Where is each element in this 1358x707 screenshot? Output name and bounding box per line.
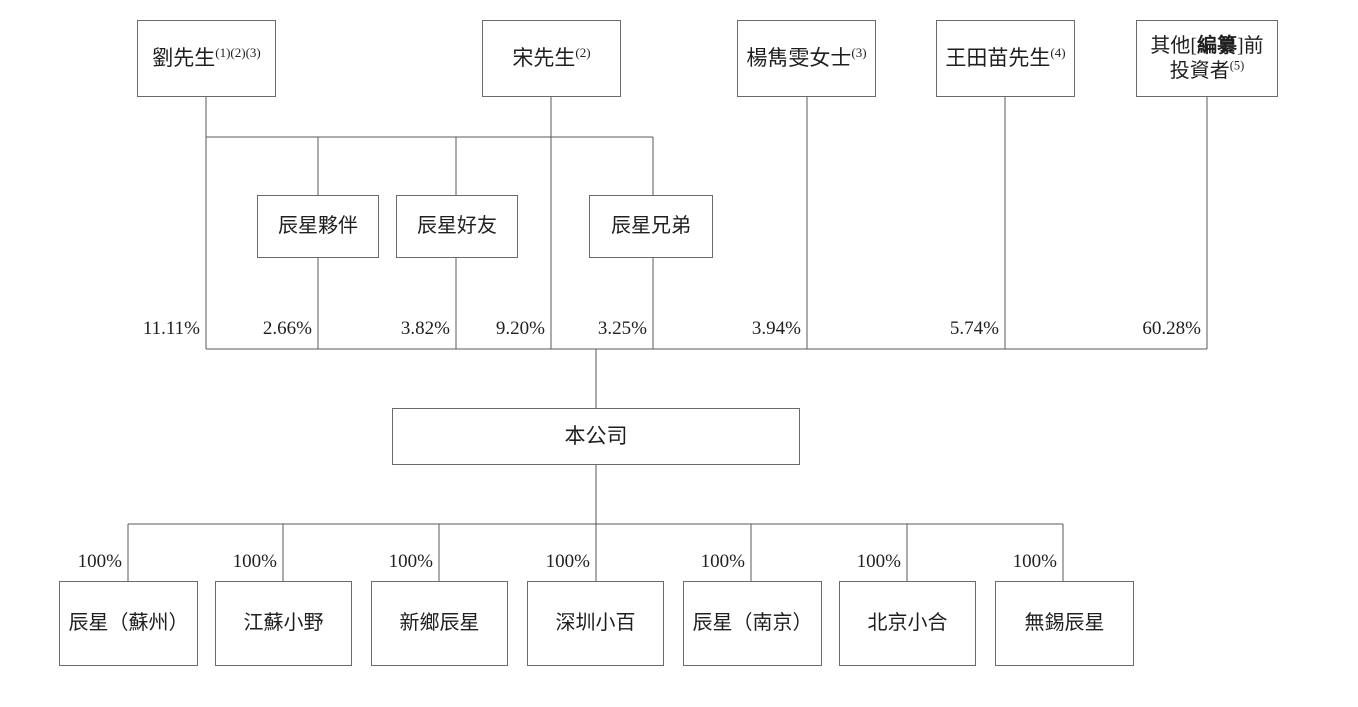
node-partnership-chenxing-haoyou[interactable]: 辰星好友	[396, 195, 518, 258]
percent-label-yang: 3.94%	[751, 318, 801, 339]
percent-label-sub-wuxi: 100%	[1012, 551, 1057, 572]
node-label-beijing: 北京小合	[867, 612, 948, 634]
node-label-nanjing: 辰星（南京）	[692, 612, 813, 634]
node-label-wang: 王田苗先生(4)	[945, 45, 1066, 71]
percent-label-haoyou: 3.82%	[400, 318, 450, 339]
node-label-huoban: 辰星夥伴	[278, 215, 358, 237]
node-subsidiary-beijing-xiaohe[interactable]: 北京小合	[839, 581, 976, 666]
bracket-bold-term: 編纂	[1197, 35, 1237, 58]
percent-label-sub-suzhou: 100%	[77, 551, 122, 572]
node-shareholder-liu[interactable]: 劉先生(1)(2)(3)	[137, 20, 276, 97]
node-label-liu: 劉先生(1)(2)(3)	[152, 45, 261, 71]
node-subsidiary-shenzhen-xiaobai[interactable]: 深圳小百	[527, 581, 664, 666]
footnote-marker: (1)(2)(3)	[215, 45, 261, 61]
node-partnership-chenxing-xiongdi[interactable]: 辰星兄弟	[589, 195, 713, 258]
node-shareholder-yang[interactable]: 楊雋雯女士(3)	[737, 20, 876, 97]
node-label-haoyou: 辰星好友	[417, 215, 497, 237]
percent-label-liu: 11.11%	[142, 318, 200, 339]
node-subsidiary-wuxi-chenxing[interactable]: 無錫辰星	[995, 581, 1134, 666]
node-subsidiary-nanjing[interactable]: 辰星（南京）	[683, 581, 822, 666]
node-shareholder-other-investors[interactable]: 其他[編纂]前投資者(5)	[1136, 20, 1278, 97]
node-shareholder-song[interactable]: 宋先生(2)	[482, 20, 621, 97]
node-the-company[interactable]: 本公司	[392, 408, 800, 465]
node-label-wuxi: 無錫辰星	[1024, 612, 1105, 634]
footnote-marker: (2)	[575, 45, 591, 61]
percent-label-sub-shenzhen: 100%	[545, 551, 590, 572]
percent-label-xiongdi: 3.25%	[597, 318, 647, 339]
footnote-marker: (5)	[1229, 57, 1245, 72]
percent-label-other: 60.28%	[1142, 318, 1201, 339]
node-label-suzhou: 辰星（蘇州）	[68, 612, 189, 634]
node-subsidiary-suzhou[interactable]: 辰星（蘇州）	[59, 581, 198, 666]
percent-label-sub-jiangsu: 100%	[232, 551, 277, 572]
footnote-marker: (4)	[1050, 45, 1066, 61]
percent-label-sub-beijing: 100%	[856, 551, 901, 572]
node-shareholder-wang[interactable]: 王田苗先生(4)	[936, 20, 1075, 97]
percent-label-sub-nanjing: 100%	[700, 551, 745, 572]
percent-label-huoban: 2.66%	[262, 318, 312, 339]
footnote-marker: (3)	[851, 45, 867, 61]
node-label-xinxiang: 新鄉辰星	[399, 612, 480, 634]
percent-label-sub-xinxiang: 100%	[388, 551, 433, 572]
node-label-xiongdi: 辰星兄弟	[611, 215, 691, 237]
percent-label-wang: 5.74%	[949, 318, 999, 339]
node-label-song: 宋先生(2)	[512, 45, 591, 71]
percent-label-song: 9.20%	[495, 318, 545, 339]
node-label-other-investors: 其他[編纂]前投資者(5)	[1150, 35, 1264, 82]
node-subsidiary-xinxiang-chenxing[interactable]: 新鄉辰星	[371, 581, 508, 666]
node-label-company: 本公司	[564, 424, 628, 449]
node-subsidiary-jiangsu-xiaoye[interactable]: 江蘇小野	[215, 581, 352, 666]
node-label-shenzhen: 深圳小百	[555, 612, 636, 634]
node-label-yang: 楊雋雯女士(3)	[746, 45, 867, 71]
node-label-jiangsu: 江蘇小野	[243, 612, 324, 634]
node-partnership-chenxing-huoban[interactable]: 辰星夥伴	[257, 195, 379, 258]
